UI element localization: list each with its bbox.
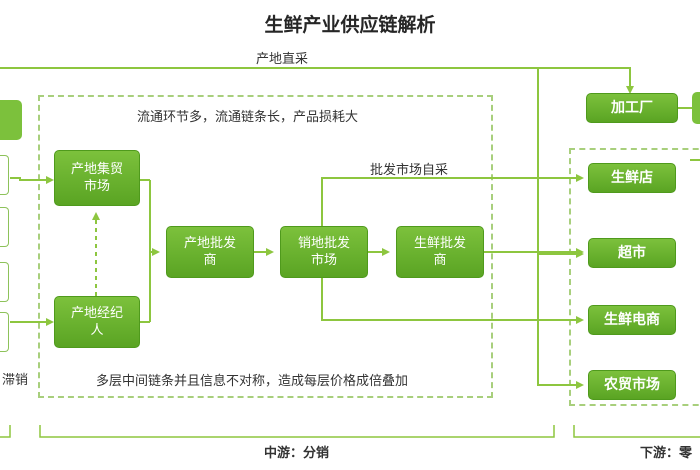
fresh-wholesaler-node: 生鲜批发 商 bbox=[396, 226, 484, 278]
left-partial-label: 滞销 bbox=[2, 373, 29, 388]
left-stub-4 bbox=[0, 312, 9, 352]
origin-broker-node: 产地经纪 人 bbox=[54, 296, 140, 348]
direct-purchase-label: 产地直采 bbox=[256, 52, 309, 67]
market-to-ecommerce-line bbox=[321, 276, 584, 324]
right-partial-node bbox=[692, 92, 700, 124]
sales-wholesale-market-node: 销地批发 市场 bbox=[280, 226, 368, 278]
fresh-ecommerce-node: 生鲜电商 bbox=[588, 305, 676, 335]
downstream-bracket bbox=[573, 425, 700, 438]
left-stub-2 bbox=[0, 207, 9, 247]
downstream-group-box bbox=[569, 148, 700, 406]
direct-purchase-line bbox=[0, 67, 634, 94]
farmers-market-node: 农贸市场 bbox=[588, 370, 676, 400]
left-stub-top bbox=[0, 100, 22, 140]
bottom-note-label: 多层中间链条并且信息不对称，造成每层价格成倍叠加 bbox=[96, 374, 409, 389]
midstream-group-box bbox=[38, 95, 493, 398]
left-to-collect-line bbox=[10, 176, 54, 184]
origin-wholesaler-node: 产地批发 商 bbox=[166, 226, 254, 278]
origin-collection-market-node: 产地集贸 市场 bbox=[54, 150, 140, 206]
wholesale-self-purchase-label: 批发市场自采 bbox=[370, 163, 449, 178]
middle-note-label: 流通环节多，流通链条长，产品损耗大 bbox=[137, 110, 359, 125]
left-stub-1 bbox=[0, 155, 9, 195]
left-stub-3 bbox=[0, 262, 9, 302]
direct-trunk-line bbox=[537, 68, 584, 389]
left-bracket bbox=[0, 425, 11, 438]
market-self-purchase-line bbox=[321, 174, 584, 230]
midstream-bracket bbox=[39, 425, 555, 438]
diagram-title: 生鲜产业供应链解析 bbox=[264, 14, 436, 36]
fresh-store-node: 生鲜店 bbox=[588, 163, 676, 193]
midstream-label: 中游：分销 bbox=[264, 446, 330, 461]
processing-factory-node: 加工厂 bbox=[586, 93, 678, 123]
supermarket-node: 超市 bbox=[588, 238, 676, 268]
downstream-label: 下游：零 bbox=[640, 446, 693, 461]
